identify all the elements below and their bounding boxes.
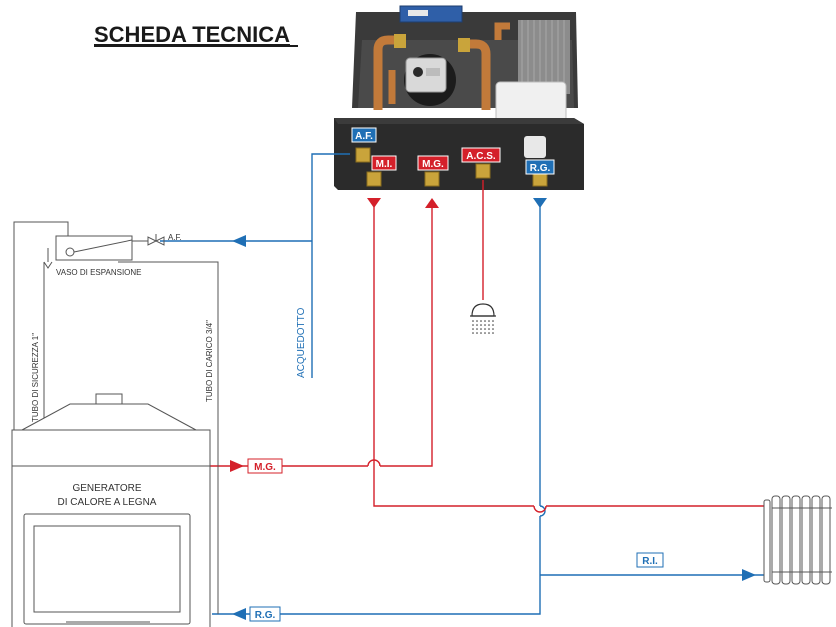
shower-icon	[470, 303, 496, 334]
label-rg-text: R.G.	[530, 163, 551, 174]
radiator-icon	[763, 495, 832, 585]
fill-pipe	[118, 261, 219, 614]
arrow-rg-gen	[232, 608, 246, 620]
mg-pipe-b	[380, 200, 433, 467]
fill-pipe-label: TUBO DI CARICO 3/4"	[205, 320, 214, 402]
label-acs-text: A.C.S.	[466, 151, 496, 162]
mi-pipe-a	[373, 200, 534, 507]
unit-front-panel	[334, 118, 584, 190]
flow-label-mg-text: M.G.	[254, 462, 276, 473]
generator-label-line2: DI CALORE A LEGNA	[58, 497, 157, 508]
float-ball	[65, 247, 75, 257]
page-title: SCHEDA TECNICA	[94, 22, 290, 47]
flow-label-mg	[247, 458, 283, 474]
label-mg	[417, 155, 449, 171]
copper-pipe-left	[373, 35, 400, 110]
label-mg-text: M.G.	[422, 159, 444, 170]
mi-crossover	[533, 505, 547, 513]
arrow-mi	[367, 198, 381, 208]
connector-acs	[475, 163, 491, 179]
label-rg	[525, 159, 555, 175]
rg-return-lower	[212, 516, 541, 615]
blue-pipes	[160, 153, 764, 615]
flow-label-ri	[636, 552, 664, 568]
label-af	[351, 127, 377, 143]
generator-hood	[21, 403, 197, 431]
label-mi-text: M.I.	[376, 159, 393, 170]
connector-mi	[366, 171, 382, 187]
control-box-label	[408, 10, 428, 16]
arrow-af	[232, 235, 246, 247]
generator-chimney	[95, 393, 123, 405]
pump-button-icon	[413, 67, 423, 77]
white-fitting	[524, 136, 546, 158]
float-lever	[73, 239, 133, 253]
unit-front-edge	[334, 118, 584, 124]
flow-label-rg-text: R.G.	[255, 610, 276, 621]
blue-arrows	[232, 198, 756, 620]
label-af-text: A.F.	[355, 131, 373, 142]
generator-label-line1: GENERATORE	[72, 483, 141, 494]
arrow-ri	[742, 569, 756, 581]
aqueduct-pipe	[311, 153, 350, 378]
mg-crossover	[367, 459, 381, 467]
red-arrows	[230, 198, 439, 472]
arrow-mg-gen	[230, 460, 244, 472]
flow-label-ri-text: R.I.	[642, 556, 658, 567]
flow-label-rg	[249, 606, 281, 622]
expansion-system	[13, 221, 219, 614]
valve-label: A.F.	[168, 233, 182, 242]
drain-arrow-icon	[43, 261, 53, 269]
generator-glass	[33, 525, 181, 613]
pump-display	[426, 68, 440, 76]
red-pipes	[210, 180, 764, 513]
copper-pipe-top	[494, 22, 510, 40]
rg-crossover	[539, 505, 546, 517]
safety-pipe-label: TUBO DI SICUREZZA 1"	[31, 333, 40, 422]
wood-generator	[11, 393, 211, 627]
arrow-mg-unit	[425, 198, 439, 208]
safety-pipe-outer	[13, 221, 69, 430]
label-mi	[371, 155, 397, 171]
expansion-vessel	[55, 235, 133, 261]
connector-mg	[424, 171, 440, 187]
aqueduct-label: ACQUEDOTTO	[296, 307, 307, 378]
hydraulic-unit: A.F. M.I. M.G. A.C.S. R.G.	[334, 5, 584, 190]
expansion-vessel-label: VASO DI ESPANSIONE	[56, 268, 142, 277]
connector-af	[355, 147, 371, 163]
arrow-rg	[533, 198, 547, 208]
label-acs	[461, 147, 501, 163]
brass-fitting-2	[458, 38, 470, 52]
brass-fitting-1	[394, 34, 406, 48]
copper-pipe-right	[464, 39, 491, 110]
valve-icon	[147, 234, 165, 246]
